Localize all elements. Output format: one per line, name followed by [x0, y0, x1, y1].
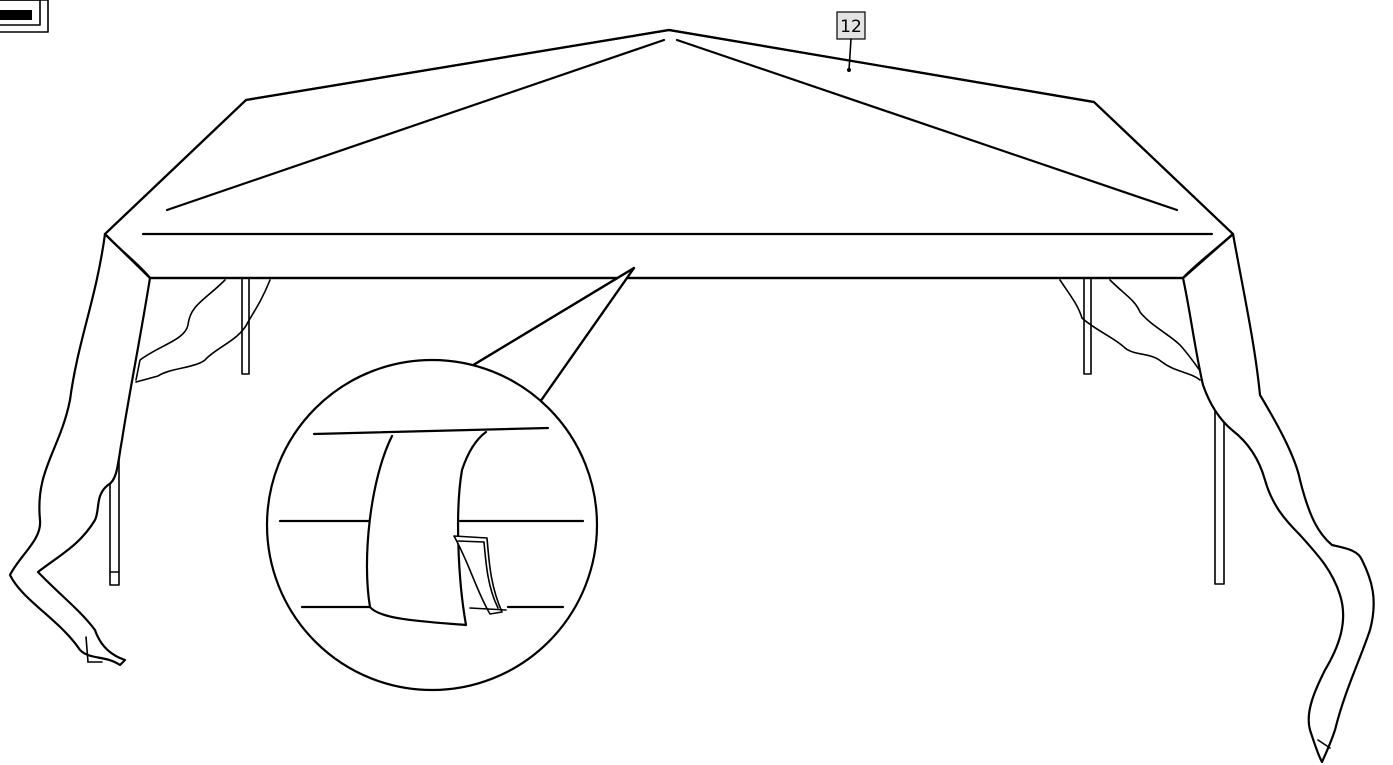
left-front-leg — [109, 419, 120, 586]
callout-12: 12 — [836, 11, 866, 72]
velcro-strap — [365, 430, 507, 627]
callout-12-box — [836, 11, 866, 40]
left-front-drape — [8, 232, 152, 667]
roof-ridge-lines — [141, 38, 1214, 280]
right-back-leg — [1083, 277, 1092, 375]
left-back-drape — [135, 279, 271, 383]
callout-12-label: 12 — [840, 17, 862, 37]
right-front-leg — [1214, 404, 1225, 585]
left-back-leg — [241, 277, 250, 375]
right-front-drape — [1181, 232, 1375, 764]
right-back-drape — [1059, 279, 1206, 381]
corner-mark-icon — [0, 0, 49, 33]
canopy-roof — [103, 28, 1235, 280]
